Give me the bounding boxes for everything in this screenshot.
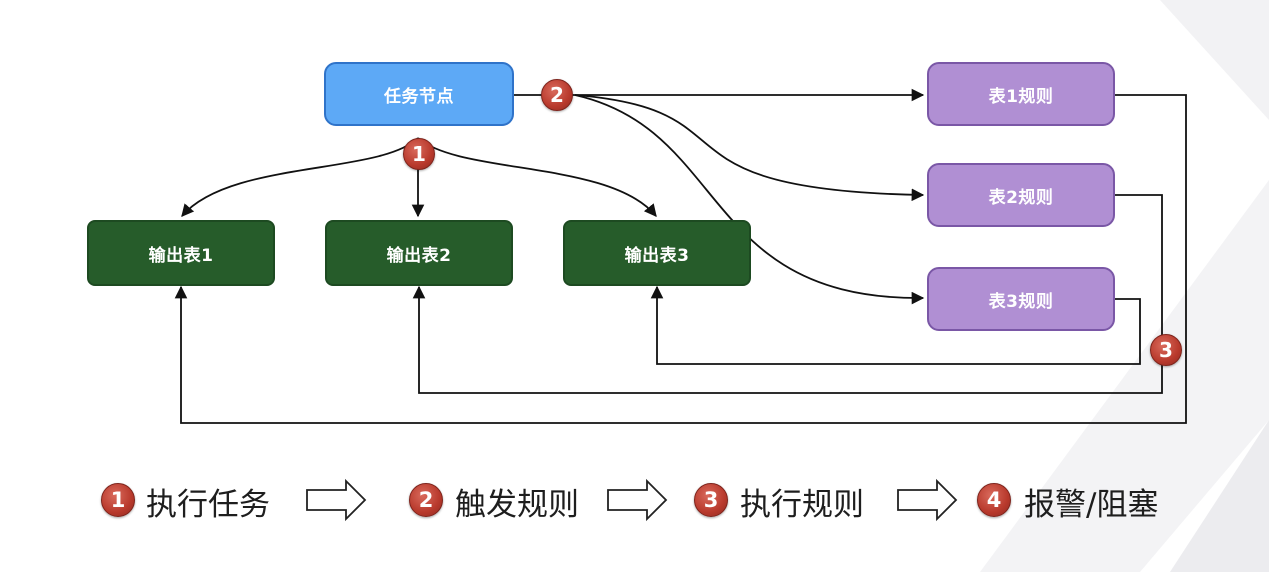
rule-table-3-label: 表3规则 [988,291,1054,312]
task-node[interactable]: 任务节点 [324,62,514,126]
legend-badge-2: 2 [409,483,443,517]
output-table-1[interactable]: 输出表1 [87,220,275,286]
output-table-2-label: 输出表2 [386,245,452,266]
rule-table-3[interactable]: 表3规则 [927,267,1115,331]
output-table-3[interactable]: 输出表3 [563,220,751,286]
step-2-badge: 2 [541,79,573,111]
edge-rule3-out3 [650,285,1141,365]
rule-table-2[interactable]: 表2规则 [927,163,1115,227]
legend-arrow-2 [607,478,668,522]
rule-table-2-label: 表2规则 [988,187,1054,208]
edge-rule1-out1 [174,94,1187,424]
rule-table-1[interactable]: 表1规则 [927,62,1115,126]
legend-arrow-3 [897,478,958,522]
edge-task-out3 [417,137,657,217]
legend-badge-4: 4 [977,483,1011,517]
output-table-3-label: 输出表3 [624,245,690,266]
task-node-label: 任务节点 [384,86,454,107]
output-table-1-label: 输出表1 [148,245,214,266]
legend-step-1: 执行任务 [146,487,270,523]
legend-badge-1: 1 [101,483,135,517]
edge-task-out1 [181,137,419,217]
edge-rule2-out2 [412,194,1163,394]
legend-step-3: 执行规则 [740,487,864,523]
step-3-badge: 3 [1150,334,1182,366]
legend-step-4: 报警/阻塞 [1024,487,1159,523]
legend-arrow-1 [306,478,367,522]
rule-table-1-label: 表1规则 [988,86,1054,107]
edge-task-rule2 [574,94,925,202]
legend-step-2: 触发规则 [455,487,579,523]
edge-task-rule3 [574,94,925,305]
step-1-badge: 1 [403,138,435,170]
legend-badge-3: 3 [694,483,728,517]
output-table-2[interactable]: 输出表2 [325,220,513,286]
